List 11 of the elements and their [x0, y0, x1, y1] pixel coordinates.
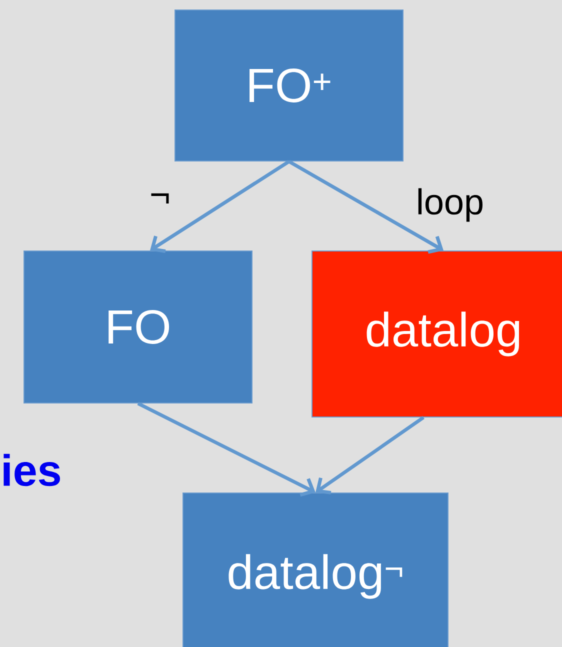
process-box: FO$^{+}$	[174, 10, 404, 162]
arrow	[137, 402, 316, 497]
edge-label: loop	[418, 188, 482, 222]
highlighted-box: datalog	[312, 250, 562, 418]
heading-text: ies	[4, 454, 60, 486]
process-box: FO	[24, 250, 252, 404]
process-box: datalog$^{¬}$	[182, 492, 448, 647]
arrow	[316, 416, 424, 494]
edge-label: ¬	[151, 193, 169, 204]
arrow	[150, 160, 290, 253]
arrow	[288, 160, 444, 254]
